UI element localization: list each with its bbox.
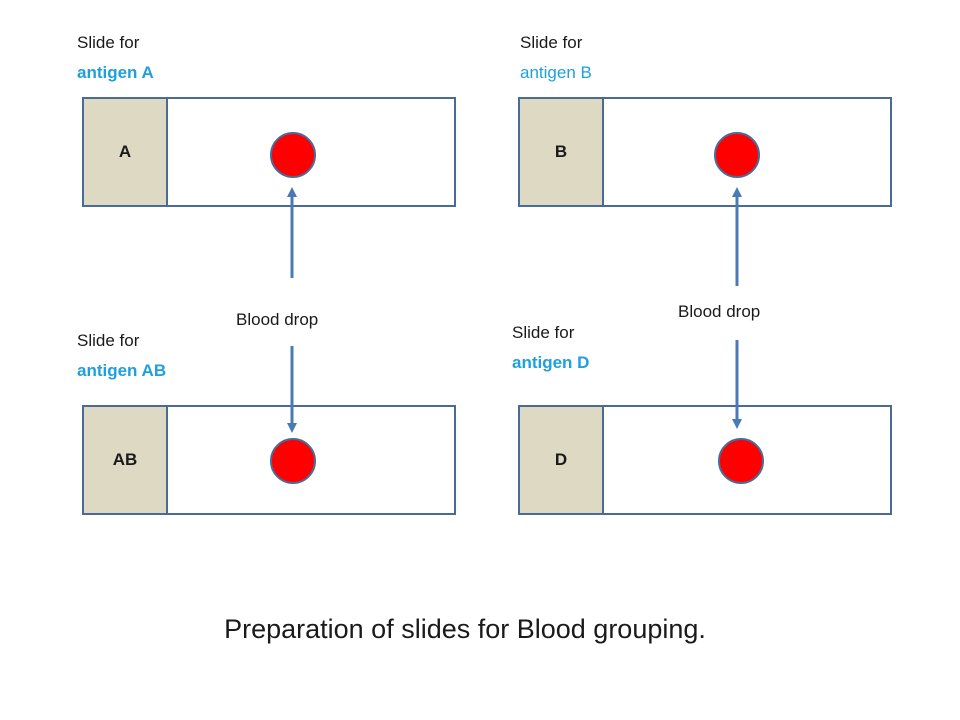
blood-drop-label-right: Blood drop (678, 302, 761, 321)
caption-slide-d: Slide for antigen D (512, 318, 589, 378)
slide-tab: D (520, 407, 604, 513)
caption-antigen: antigen A (77, 63, 154, 82)
caption-slide-ab: Slide for antigen AB (77, 326, 166, 386)
slide-tab-label: AB (112, 450, 138, 469)
caption-slide-a: Slide for antigen A (77, 28, 154, 88)
blood-drop-ab (270, 438, 316, 484)
slide-ab: AB (82, 405, 456, 515)
blood-drop-d (718, 438, 764, 484)
slide-tab-label: D (554, 450, 568, 469)
slide-d: D (518, 405, 892, 515)
slide-tab: A (84, 99, 168, 205)
slide-tab: B (520, 99, 604, 205)
caption-lead: Slide for (512, 323, 575, 342)
blood-drop-a (270, 132, 316, 178)
caption-antigen: antigen D (512, 353, 590, 372)
slide-tab: AB (84, 407, 168, 513)
figure-caption: Preparation of slides for Blood grouping… (224, 614, 706, 644)
caption-antigen: antigen B (520, 63, 592, 82)
blood-drop-b (714, 132, 760, 178)
slide-tab-label: B (554, 142, 568, 161)
caption-slide-b: Slide for antigen B (520, 28, 592, 88)
caption-antigen: antigen AB (77, 361, 167, 380)
slide-a: A (82, 97, 456, 207)
caption-lead: Slide for (520, 33, 583, 52)
caption-lead: Slide for (77, 33, 140, 52)
slide-b: B (518, 97, 892, 207)
caption-lead: Slide for (77, 331, 140, 350)
slide-tab-label: A (118, 142, 132, 161)
blood-drop-label-left: Blood drop (236, 310, 319, 329)
